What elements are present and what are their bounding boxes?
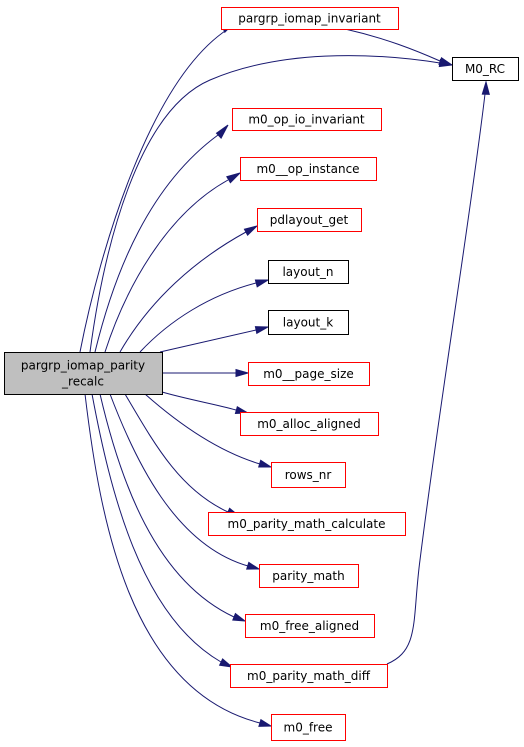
node-box-m0-parity-math-diff [230, 664, 388, 688]
node-m0-free-aligned[interactable]: m0_free_aligned [245, 614, 375, 638]
arrowhead-m0-parity-math-diff [218, 658, 234, 668]
node-label-layout-k: layout_k [283, 316, 333, 330]
node-label-pdlayout-get: pdlayout_get [270, 213, 349, 227]
node-m0-free[interactable]: m0_free [271, 714, 346, 741]
edges-layer [79, 28, 486, 724]
arrowhead-m0-rc-from-diff [481, 80, 490, 95]
node-box-m0-free [271, 714, 346, 741]
node-label-m0-parity-math-diff: m0_parity_math_diff [247, 669, 371, 683]
edge-root-to-m0-free [84, 393, 261, 724]
node-box-parity-math [259, 564, 359, 588]
arrowhead-m0-op-instance [226, 172, 242, 184]
arrowhead-m0-free [258, 718, 273, 727]
edge-root-to-m0-alloc-aligned [161, 391, 237, 411]
arrowhead-layout-k [254, 326, 270, 335]
node-box-m0-rc [452, 57, 519, 81]
arrowhead-m0-free-aligned [232, 612, 247, 622]
node-parity-math[interactable]: parity_math [259, 564, 359, 588]
edge-root-to-parity-math [109, 393, 249, 567]
edge-root-to-layout-k [159, 329, 257, 353]
arrowhead-m0-page-size [235, 368, 250, 378]
node-box-layout-k [268, 310, 349, 335]
node-box-pdlayout-get [257, 208, 362, 232]
arrowheads-layer [215, 24, 490, 727]
node-box-m0-parity-math-calculate [208, 512, 406, 536]
node-label-m0-op-io-invariant: m0_op_io_invariant [248, 113, 365, 127]
edge-root-to-m0-parity-math-calculate [124, 393, 229, 513]
node-m0-rc[interactable]: M0_RC [452, 57, 519, 81]
node-label-m0-rc: M0_RC [465, 62, 505, 76]
edge-root-to-layout-n [139, 282, 257, 353]
edge-root-to-pdlayout-get [119, 231, 247, 353]
node-label-parity-math: parity_math [272, 569, 344, 583]
node-m0-parity-math-calculate[interactable]: m0_parity_math_calculate [208, 512, 406, 536]
node-box-m0-page-size [248, 362, 370, 386]
arrowhead-layout-n [254, 279, 270, 288]
node-m0-op-io-invariant[interactable]: m0_op_io_invariant [232, 108, 382, 131]
node-box-m0-op-instance [240, 157, 377, 181]
node-box-layout-n [268, 260, 349, 284]
edge-root-to-m0-free-aligned [99, 393, 235, 618]
node-layout-n[interactable]: layout_n [268, 260, 349, 284]
edge-m0-parity-math-diff-to-m0-rc [386, 93, 486, 665]
node-box-rows-nr [271, 462, 346, 488]
arrowhead-m0-rc-from-pargrp [438, 57, 454, 66]
edge-root-to-rows-nr [144, 393, 261, 465]
node-label-m0-free-aligned: m0_free_aligned [260, 619, 359, 633]
node-label-m0-page-size: m0__page_size [263, 367, 354, 381]
arrowhead-pdlayout-get [243, 225, 259, 237]
node-box-m0-alloc-aligned [240, 412, 379, 436]
arrowhead-parity-math [246, 561, 261, 570]
node-label-root-line-1: pargrp_iomap_parity [21, 359, 145, 373]
edge-pargrp-iomap-invariant-to-m0-rc [344, 28, 441, 62]
node-root[interactable]: pargrp_iomap_parity _recalc [4, 352, 163, 395]
nodes-layer: pargrp_iomap_parity _recalc pargrp_iomap_i… [4, 7, 519, 741]
node-layout-k[interactable]: layout_k [268, 310, 349, 335]
edge-root-to-m0-rc [89, 55, 441, 353]
edge-root-to-pargrp-iomap-invariant [79, 28, 229, 353]
node-box-pargrp-iomap-invariant [221, 7, 399, 30]
node-label-m0-free: m0_free [284, 721, 333, 735]
node-m0-alloc-aligned[interactable]: m0_alloc_aligned [240, 412, 379, 436]
edge-root-to-m0-op-instance [104, 179, 229, 353]
edge-root-to-m0-op-io-invariant [94, 134, 219, 353]
edge-root-to-m0-parity-math-diff [91, 393, 222, 663]
node-box-m0-free-aligned [245, 614, 375, 638]
node-m0-page-size[interactable]: m0__page_size [248, 362, 370, 386]
node-box-root [4, 352, 163, 395]
node-rows-nr[interactable]: rows_nr [271, 462, 346, 488]
node-label-m0-alloc-aligned: m0_alloc_aligned [257, 417, 361, 431]
node-label-pargrp-iomap-invariant: pargrp_iomap_invariant [238, 12, 381, 26]
node-label-rows-nr: rows_nr [285, 468, 332, 482]
node-pdlayout-get[interactable]: pdlayout_get [257, 208, 362, 232]
node-label-m0-parity-math-calculate: m0_parity_math_calculate [228, 517, 386, 531]
node-label-m0-op-instance: m0__op_instance [256, 162, 359, 176]
node-label-root-line-2: _recalc [61, 375, 104, 389]
node-m0-op-instance[interactable]: m0__op_instance [240, 157, 377, 181]
node-m0-parity-math-diff[interactable]: m0_parity_math_diff [230, 664, 388, 688]
arrowhead-m0-op-io-invariant [215, 124, 229, 139]
node-pargrp-iomap-invariant[interactable]: pargrp_iomap_invariant [221, 7, 399, 30]
node-box-m0-op-io-invariant [232, 108, 382, 131]
node-label-layout-n: layout_n [282, 265, 333, 279]
arrowhead-rows-nr [258, 459, 273, 468]
